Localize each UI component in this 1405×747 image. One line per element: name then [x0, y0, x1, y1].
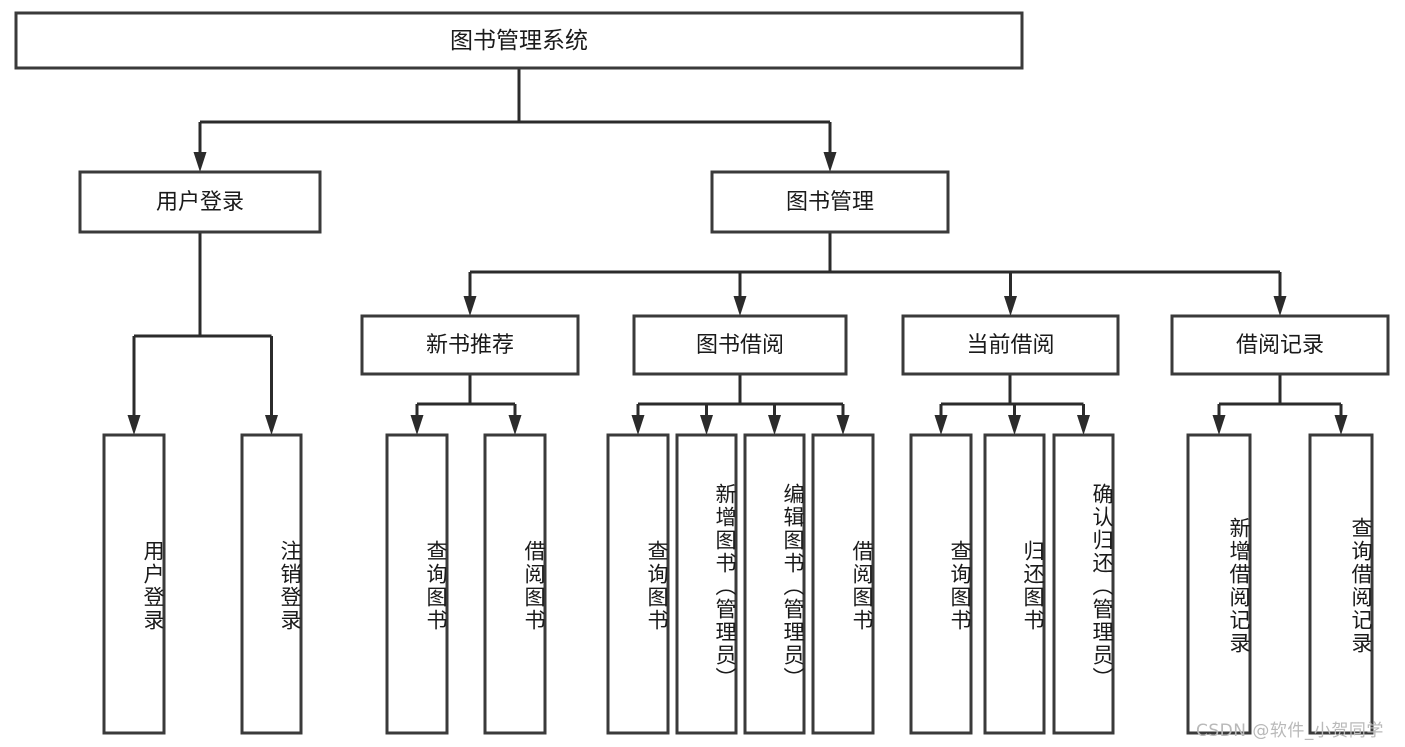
- node-label-book-manage: 图书管理: [786, 190, 874, 215]
- node-leaf-query-book-recommend[interactable]: [385, 433, 449, 735]
- node-leaf-edit-book-admin[interactable]: [743, 433, 806, 735]
- node-book-manage[interactable]: 图书管理: [710, 170, 950, 234]
- node-borrow-record[interactable]: 借阅记录: [1170, 314, 1390, 376]
- connector-borrow-to-leaves: [631, 374, 850, 435]
- node-box-book-manage: [710, 170, 950, 234]
- node-label-borrow-record: 借阅记录: [1236, 333, 1324, 358]
- node-box-leaf-user-login: [102, 433, 166, 735]
- node-label-new-book-recommend: 新书推荐: [426, 333, 514, 358]
- node-leaf-add-book-admin[interactable]: [675, 433, 738, 735]
- node-root[interactable]: 图书管理系统: [14, 11, 1024, 70]
- node-box-leaf-logout: [240, 433, 303, 735]
- node-box-book-borrow: [632, 314, 848, 376]
- node-box-current-borrow: [901, 314, 1120, 376]
- node-leaf-query-borrow-record[interactable]: [1308, 433, 1374, 735]
- node-box-leaf-confirm-return-admin: [1052, 433, 1115, 735]
- node-leaf-confirm-return-admin[interactable]: [1052, 433, 1115, 735]
- connector-recommend-to-leaves: [410, 374, 522, 435]
- node-box-root: [14, 11, 1024, 70]
- node-new-book-recommend[interactable]: 新书推荐: [360, 314, 580, 376]
- node-box-leaf-query-book-recommend: [385, 433, 449, 735]
- node-leaf-query-book-current[interactable]: [909, 433, 973, 735]
- connector-current-to-leaves: [934, 374, 1090, 435]
- node-user-login[interactable]: 用户登录: [78, 170, 322, 234]
- watermark-text: CSDN @软件_小贺同学: [1196, 721, 1384, 741]
- node-box-leaf-query-borrow-record: [1308, 433, 1374, 735]
- node-leaf-logout[interactable]: [240, 433, 303, 735]
- node-leaf-query-book-borrow[interactable]: [606, 433, 670, 735]
- node-leaf-borrow-book-recommend[interactable]: [483, 433, 547, 735]
- node-book-borrow[interactable]: 图书借阅: [632, 314, 848, 376]
- node-box-leaf-return-book: [983, 433, 1046, 735]
- connector-userlogin-to-leaves: [127, 232, 278, 435]
- node-box-borrow-record: [1170, 314, 1390, 376]
- node-label-root: 图书管理系统: [450, 28, 588, 54]
- node-box-user-login: [78, 170, 322, 234]
- node-box-new-book-recommend: [360, 314, 580, 376]
- node-box-leaf-borrow-book-recommend: [483, 433, 547, 735]
- node-current-borrow[interactable]: 当前借阅: [901, 314, 1120, 376]
- node-box-leaf-query-book-borrow: [606, 433, 670, 735]
- node-box-leaf-add-book-admin: [675, 433, 738, 735]
- connector-root-to-level2: [193, 68, 837, 172]
- node-label-book-borrow: 图书借阅: [696, 333, 784, 358]
- connector-record-to-leaves: [1212, 374, 1348, 435]
- node-leaf-borrow-book[interactable]: [811, 433, 875, 735]
- connector-bookmanage-to-level3: [463, 232, 1287, 316]
- node-box-leaf-query-book-current: [909, 433, 973, 735]
- node-label-user-login: 用户登录: [156, 190, 244, 215]
- node-leaf-user-login[interactable]: [102, 433, 166, 735]
- node-leaf-add-borrow-record[interactable]: [1186, 433, 1252, 735]
- node-box-leaf-edit-book-admin: [743, 433, 806, 735]
- connector-layer: [127, 68, 1348, 435]
- node-box-leaf-borrow-book: [811, 433, 875, 735]
- node-leaf-return-book[interactable]: [983, 433, 1046, 735]
- node-box-leaf-add-borrow-record: [1186, 433, 1252, 735]
- node-label-current-borrow: 当前借阅: [966, 333, 1054, 358]
